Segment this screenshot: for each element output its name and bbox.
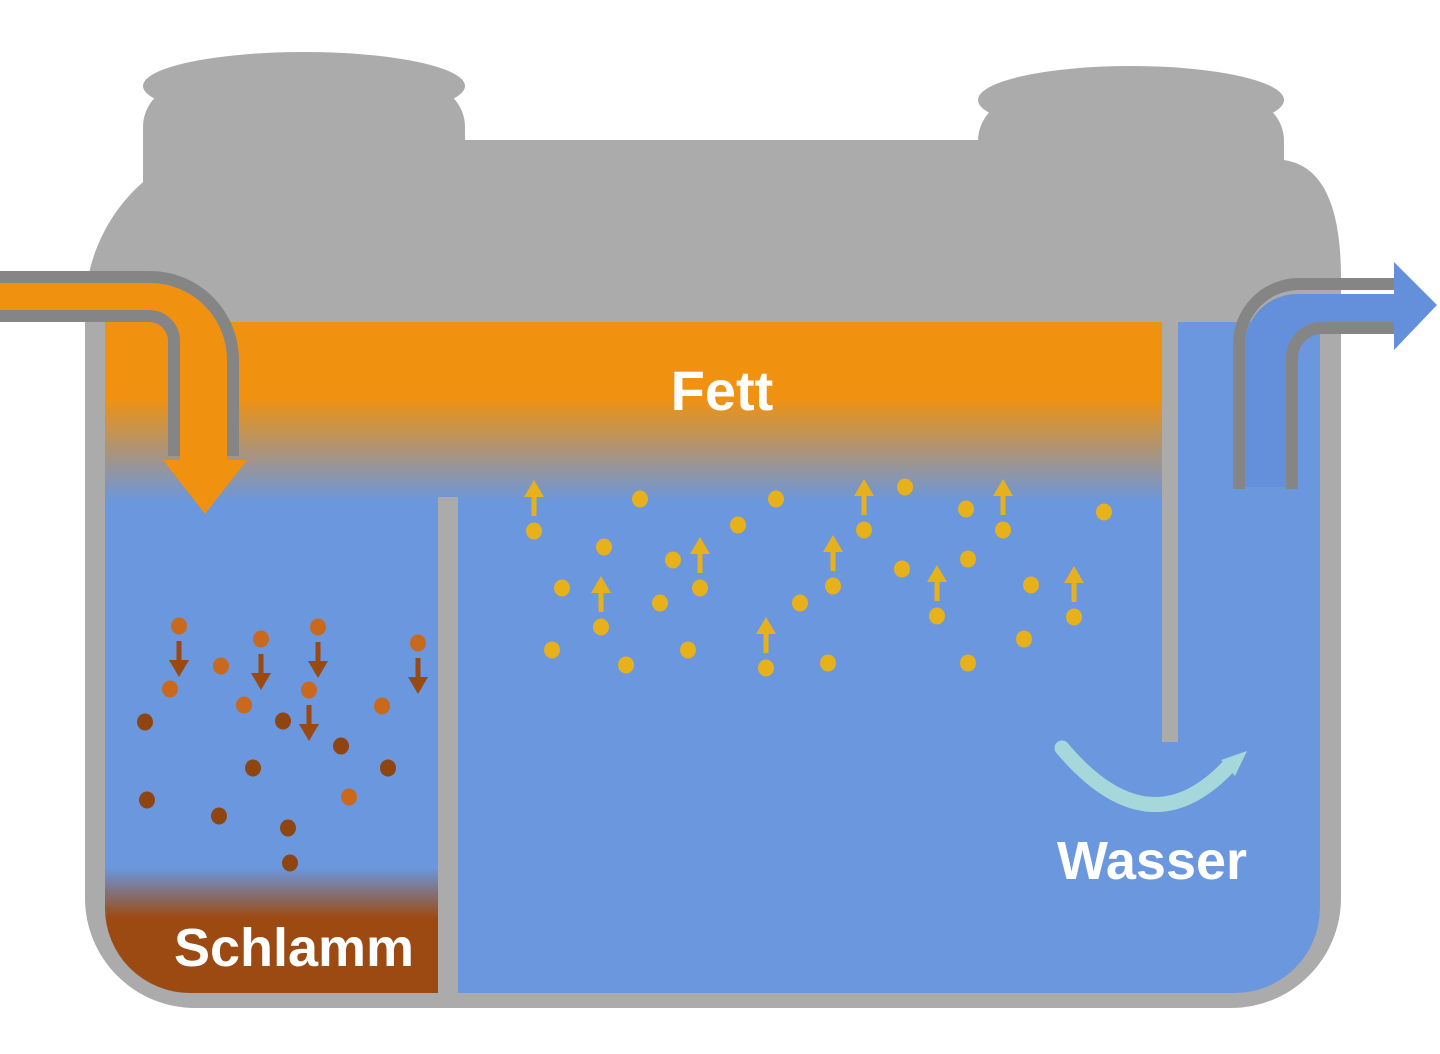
fat-droplet <box>958 500 974 518</box>
fat-droplet <box>768 490 784 508</box>
sludge-particle-sinking <box>171 617 187 635</box>
sludge-particle <box>137 713 153 731</box>
sludge-particle <box>139 791 155 809</box>
sludge-particle <box>236 696 252 714</box>
inflow-arrow-icon <box>0 283 247 514</box>
sludge-particle <box>162 680 178 698</box>
fat-droplet <box>897 478 913 496</box>
sludge-particle-sinking <box>310 618 326 636</box>
sludge-particle-sinking <box>253 630 269 648</box>
fat-droplet <box>820 654 836 672</box>
fat-droplet <box>554 579 570 597</box>
fat-droplet <box>652 594 668 612</box>
rise-arrowhead-icon <box>927 565 947 582</box>
water-label: Wasser <box>1057 831 1247 891</box>
fat-droplet-rising <box>692 579 708 597</box>
outflow-pipe-inner-wall <box>1286 322 1394 489</box>
outflow-arrowhead-icon <box>1394 262 1437 350</box>
sludge-particle <box>282 854 298 872</box>
sink-arrowhead-icon <box>299 724 319 741</box>
water-flow-arrow <box>1054 740 1247 812</box>
water-flow-arrowhead-icon <box>1221 751 1247 776</box>
inflow-pipe-outer-wall <box>0 271 239 456</box>
fat-droplet <box>894 560 910 578</box>
fat-layer <box>105 322 1162 504</box>
rise-arrowhead-icon <box>591 576 611 593</box>
fat-droplet <box>596 538 612 556</box>
water-flow-arrow-curve <box>1054 740 1235 812</box>
inflow-pipe <box>0 271 247 514</box>
sludge-particle <box>333 737 349 755</box>
sludge-particle-sinking <box>301 681 317 699</box>
sludge-particles <box>137 617 428 872</box>
rise-arrowhead-icon <box>1064 566 1084 583</box>
fat-droplet-rising <box>1066 608 1082 626</box>
sludge-particle-sinking <box>410 634 426 652</box>
fat-droplet <box>680 641 696 659</box>
fat-droplet <box>544 641 560 659</box>
sludge-layer <box>105 868 438 993</box>
sludge-label: Schlamm <box>174 918 414 978</box>
rise-arrowhead-icon <box>854 479 874 496</box>
rise-arrowhead-icon <box>690 537 710 554</box>
sludge-particle <box>341 788 357 806</box>
sludge-particle <box>211 807 227 825</box>
sludge-particle <box>280 819 296 837</box>
inflow-pipe-inner-wall <box>0 310 180 456</box>
sludge-particle <box>380 759 396 777</box>
fat-droplet-rising <box>995 521 1011 539</box>
sludge-particle <box>213 657 229 675</box>
sludge-particle <box>374 697 390 715</box>
fat-droplet-rising <box>593 618 609 636</box>
fat-label: Fett <box>671 359 774 422</box>
fat-droplet-rising <box>526 522 542 540</box>
rise-arrowhead-icon <box>823 535 843 552</box>
sludge-chamber-baffle <box>438 497 458 993</box>
fat-droplet <box>1016 630 1032 648</box>
fat-droplet-rising <box>929 607 945 625</box>
access-shaft-right-dome <box>978 66 1284 134</box>
fat-droplet-rising <box>825 577 841 595</box>
rise-arrowhead-icon <box>524 480 544 497</box>
sink-arrowhead-icon <box>408 677 428 694</box>
rise-arrowhead-icon <box>756 617 776 634</box>
fat-particles <box>524 478 1112 677</box>
fat-droplet <box>730 516 746 534</box>
fat-droplet <box>665 551 681 569</box>
fat-droplet <box>960 550 976 568</box>
fat-droplet <box>618 656 634 674</box>
fat-droplet <box>1096 503 1112 521</box>
rise-arrowhead-icon <box>993 479 1013 496</box>
fat-droplet <box>632 490 648 508</box>
outflow-pipe-outer-wall <box>1233 278 1394 489</box>
outflow-pipe <box>1233 262 1437 489</box>
outlet-baffle <box>1162 322 1178 742</box>
fat-droplet-rising <box>758 659 774 677</box>
sludge-particle <box>245 759 261 777</box>
sink-arrowhead-icon <box>169 660 189 677</box>
sludge-particle <box>275 712 291 730</box>
sink-arrowhead-icon <box>251 673 271 690</box>
outflow-water <box>1245 294 1395 487</box>
fat-droplet <box>960 654 976 672</box>
fat-droplet <box>792 594 808 612</box>
tank-cavity <box>105 322 1320 993</box>
fat-droplet <box>1023 576 1039 594</box>
sink-arrowhead-icon <box>308 661 328 678</box>
fat-droplet-rising <box>856 521 872 539</box>
access-shaft-left-dome <box>143 52 465 120</box>
